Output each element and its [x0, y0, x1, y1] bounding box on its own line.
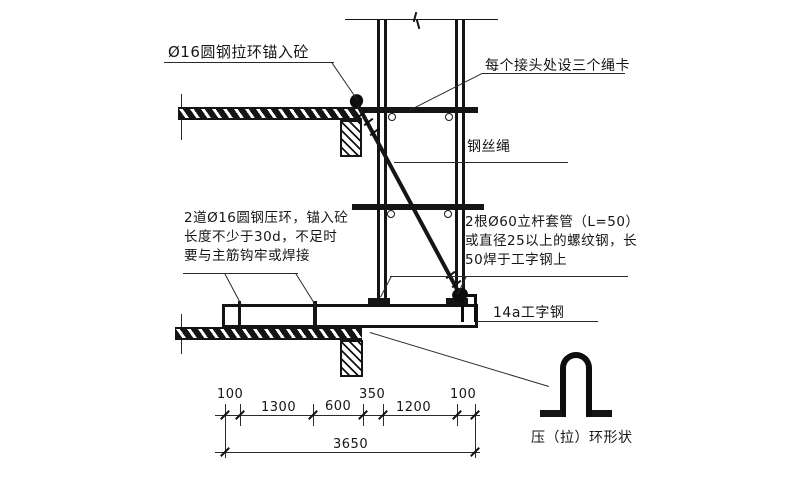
dim-value-total: 3650	[333, 437, 369, 452]
leader-ring-shape	[369, 332, 550, 388]
lower-edge-beam	[340, 340, 363, 377]
post-sleeve-right	[446, 298, 468, 305]
label-wire-rope: 钢丝绳	[467, 139, 511, 155]
sleeve-note-line2: 或直径25以上的螺纹钢，长	[465, 233, 638, 249]
label-anchor-ring: Ø16圆钢拉环锚入砼	[168, 43, 309, 61]
leader-pressure-note	[295, 273, 317, 306]
beam-end-hook	[461, 294, 477, 322]
top-break-line	[345, 19, 498, 20]
leader-wire-rope	[394, 162, 568, 163]
label-i-beam: 14a工字钢	[493, 305, 565, 321]
post-sleeve-left	[368, 298, 390, 305]
dim-value-100-right: 100	[450, 387, 477, 402]
leader-pressure-note	[224, 273, 242, 306]
leader-pressure-note	[183, 273, 298, 274]
label-ring-shape: 压（拉）环形状	[531, 430, 633, 446]
dim-value-600: 600	[325, 399, 352, 414]
ring-shape-foot-right	[592, 410, 612, 417]
label-sleeve-note: 2根Ø60立杆套管（L=50） 或直径25以上的螺纹钢，长 50焊于工字钢上	[465, 213, 639, 270]
dim-value-350: 350	[359, 387, 386, 402]
leader-anchor-ring	[164, 62, 334, 63]
pressure-ring-note-line2: 长度不少于30d，不足时	[184, 229, 338, 245]
ring-shape-detail	[560, 352, 592, 417]
dim-value-1300: 1300	[261, 400, 297, 415]
scaffold-post-left	[377, 20, 380, 304]
pressure-ring-note-line3: 要与主筋钩牢或焊接	[184, 248, 310, 264]
sleeve-note-line3: 50焊于工字钢上	[465, 252, 568, 268]
coupler-icon	[388, 113, 396, 121]
leader-sleeve-note	[390, 276, 628, 277]
i-beam	[222, 304, 478, 328]
ring-shape-foot-left	[540, 410, 562, 417]
ledger-top	[356, 107, 478, 113]
pressure-ring-2	[313, 301, 317, 330]
lower-floor-slab	[175, 327, 362, 340]
upper-floor-slab	[178, 107, 362, 120]
coupler-icon	[444, 210, 452, 218]
pressure-ring-note-line1: 2道Ø16圆钢压环，锚入砼	[184, 210, 349, 226]
extension-line	[475, 404, 476, 458]
leader-rope-clips	[482, 73, 625, 74]
pressure-ring-1	[238, 301, 241, 330]
dim-value-1200: 1200	[396, 400, 432, 415]
dimension-line-segments	[215, 415, 480, 416]
dim-value-100-left: 100	[217, 387, 244, 402]
coupler-icon	[387, 210, 395, 218]
label-pressure-ring-note: 2道Ø16圆钢压环，锚入砼 长度不少于30d，不足时 要与主筋钩牢或焊接	[184, 209, 348, 266]
label-rope-clips: 每个接头处设三个绳卡	[485, 58, 630, 74]
break-symbol	[415, 18, 421, 30]
leader-anchor-ring	[331, 62, 358, 101]
ledger-middle	[352, 204, 484, 210]
coupler-icon	[445, 113, 453, 121]
sleeve-note-line1: 2根Ø60立杆套管（L=50）	[465, 214, 640, 230]
upper-edge-beam	[340, 120, 362, 157]
dimension-line-total	[215, 452, 480, 453]
leader-rope-clips	[409, 72, 483, 111]
extension-line	[225, 404, 226, 458]
leader-i-beam	[477, 321, 598, 322]
